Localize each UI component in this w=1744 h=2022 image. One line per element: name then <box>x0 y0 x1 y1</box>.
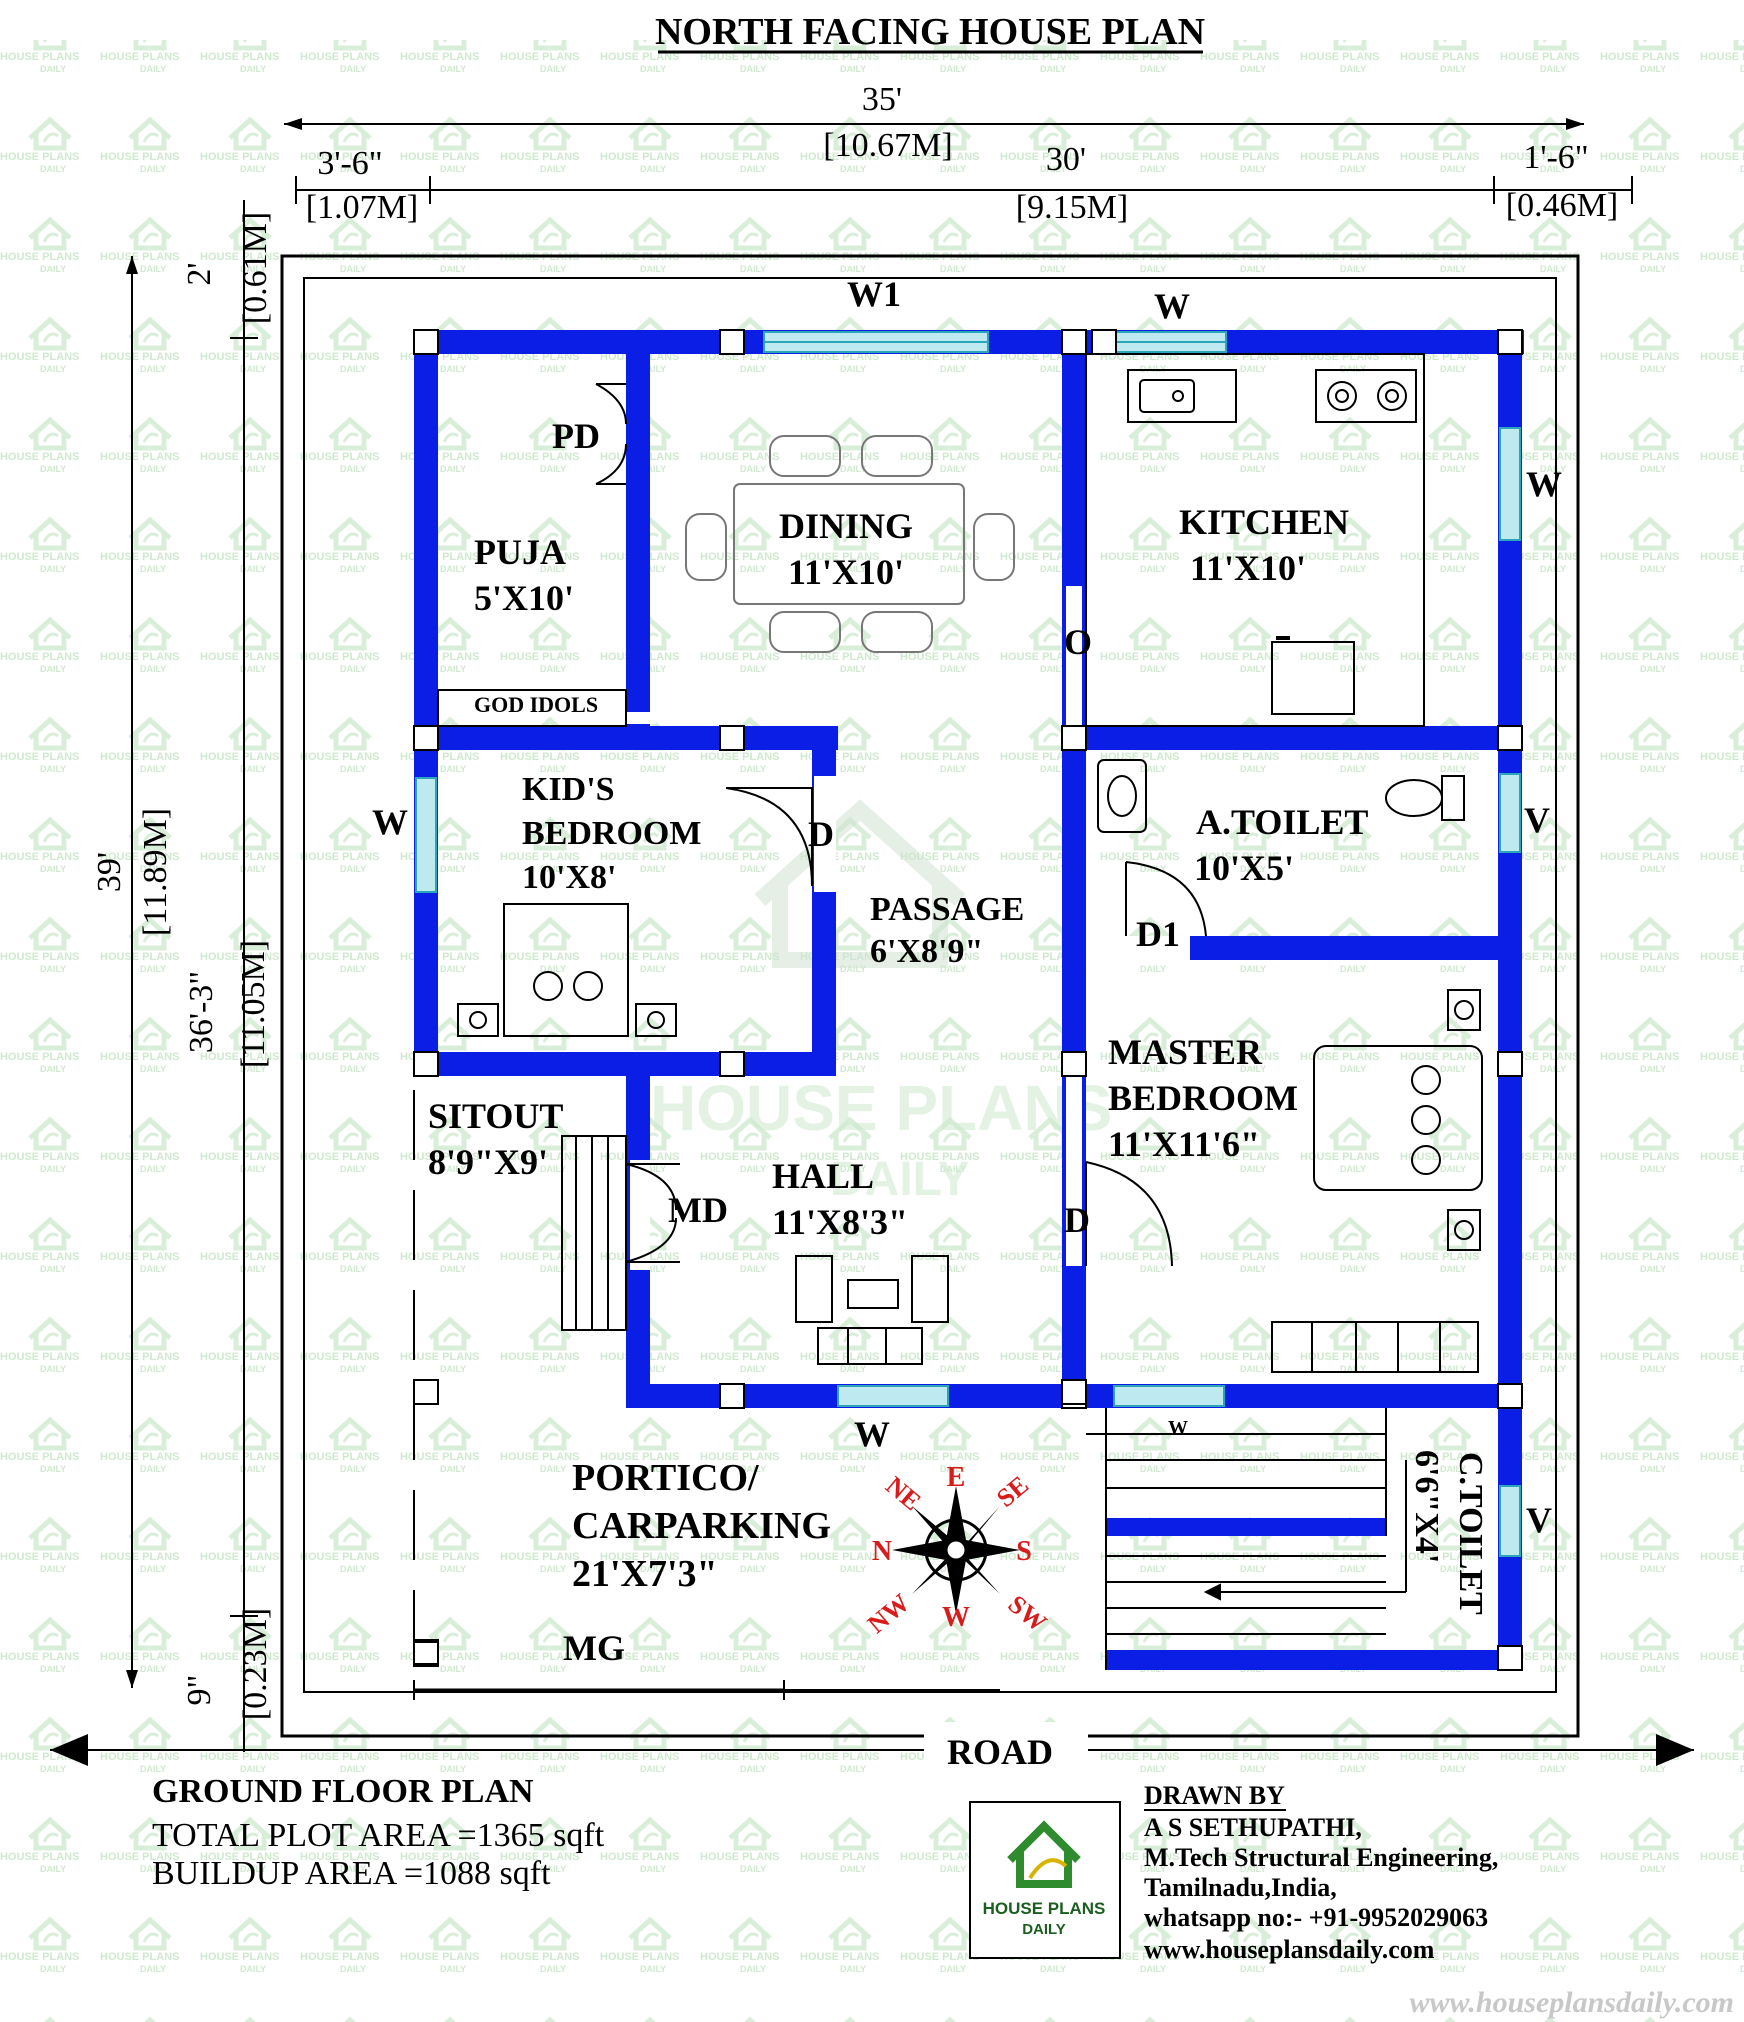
summary-heading: GROUND FLOOR PLAN <box>152 1773 534 1810</box>
watermark-center-text: HOUSE PLANS <box>650 1072 1112 1144</box>
left-margin-m: [1.07M] <box>306 189 418 226</box>
attached-toilet-name: A.TOILET <box>1196 802 1368 842</box>
road-label: ROAD <box>947 1732 1053 1772</box>
dining-window-label: W1 <box>847 274 901 314</box>
drawn-by-heading: DRAWN BY <box>1144 1781 1285 1810</box>
compass-e: E <box>947 1462 966 1493</box>
attached-toilet-size: 10'X5' <box>1194 848 1294 888</box>
building-depth-m: [11.05M] <box>235 940 272 1068</box>
author-website: www.houseplansdaily.com <box>1144 1935 1435 1964</box>
logo-line2: DAILY <box>1022 1921 1066 1938</box>
bottom-margin-ft: 9" <box>181 1675 218 1706</box>
center-watermark: HOUSE PLANS DAILY <box>650 799 1112 1206</box>
right-margin-m: [0.46M] <box>1506 187 1618 224</box>
master-bedroom-size: 11'X11'6" <box>1108 1124 1260 1164</box>
watermark-center-subtext: DAILY <box>830 1153 970 1206</box>
compass-w: W <box>942 1602 970 1633</box>
common-toilet-size: 6'6"X4' <box>1408 1450 1445 1563</box>
bottom-margin-m: [0.23M] <box>237 1608 274 1720</box>
kitchen-name: KITCHEN <box>1179 502 1349 542</box>
buildup-area: BUILDUP AREA =1088 sqft <box>152 1855 551 1892</box>
main-gate-label: MG <box>563 1628 625 1668</box>
portico-name-1: PORTICO/ <box>572 1457 759 1499</box>
wall-openings <box>600 586 1190 1270</box>
compass-n: N <box>872 1536 892 1567</box>
right-margin-ft: 1'-6" <box>1523 139 1588 176</box>
hall-size: 11'X8'3" <box>772 1202 908 1242</box>
dining-name: DINING <box>779 506 913 546</box>
author-degree: M.Tech Structural Engineering, <box>1144 1843 1498 1872</box>
main-door-label: MD <box>668 1190 728 1230</box>
author-whatsapp: whatsapp no:- +91-9952029063 <box>1144 1903 1488 1932</box>
watermark-url: www.houseplansdaily.com <box>1410 1986 1735 2019</box>
overall-depth-m: [11.89M] <box>137 808 174 936</box>
credits: DRAWN BY A S SETHUPATHI, M.Tech Structur… <box>1144 1781 1498 1964</box>
building-width-m: [9.15M] <box>1016 189 1128 226</box>
left-margin-ft: 3'-6" <box>317 145 382 182</box>
overall-width-ft: 35' <box>862 81 902 118</box>
columns <box>413 329 1523 1671</box>
logo: HOUSE PLANS DAILY <box>969 1801 1121 1959</box>
author-location: Tamilnadu,India, <box>1144 1873 1337 1902</box>
top-margin-m: [0.61M] <box>237 212 274 324</box>
compass-s: S <box>1016 1536 1032 1567</box>
kids-bedroom-name-2: BEDROOM <box>522 815 701 852</box>
master-bedroom-name-2: BEDROOM <box>1108 1078 1298 1118</box>
kitchen-east-window-label: W <box>1526 464 1562 504</box>
attached-toilet-door-label: D1 <box>1136 914 1180 954</box>
passage-size: 6'X8'9" <box>870 933 983 970</box>
kitchen-opening-label: O <box>1064 622 1092 662</box>
puja-door-label: PD <box>552 416 600 456</box>
puja-name: PUJA <box>474 532 566 572</box>
room-labels: PD PUJA 5'X10' GOD IDOLS W1 DINING 11'X1… <box>372 274 1562 1668</box>
puja-size: 5'X10' <box>474 578 574 618</box>
plot-area: TOTAL PLOT AREA =1365 sqft <box>152 1817 605 1854</box>
author-name: A S SETHUPATHI, <box>1144 1813 1362 1842</box>
kids-bedroom-door-label: D <box>808 814 834 854</box>
doors <box>413 383 1207 1700</box>
portico-size: 21'X7'3" <box>572 1553 718 1595</box>
attached-toilet-ventilator-label: V <box>1524 800 1550 840</box>
road: ROAD <box>50 1722 1694 1774</box>
kids-bedroom-name-1: KID'S <box>522 771 615 808</box>
overall-depth-ft: 39' <box>91 852 128 892</box>
building-depth-ft: 36'-3" <box>183 971 220 1053</box>
sitout-name: SITOUT <box>428 1096 563 1136</box>
kitchen-size: 11'X10' <box>1190 548 1306 588</box>
portico-name-2: CARPARKING <box>572 1505 831 1547</box>
building-width-ft: 30' <box>1046 141 1086 178</box>
compass: E N S W NE SE SW NW <box>862 1462 1052 1639</box>
kids-bedroom-size: 10'X8' <box>522 859 616 896</box>
logo-line1: HOUSE PLANS <box>983 1899 1106 1918</box>
top-margin-ft: 2' <box>181 262 218 285</box>
kids-window-label: W <box>372 802 408 842</box>
dining-size: 11'X10' <box>788 552 904 592</box>
page-title: NORTH FACING HOUSE PLAN <box>655 11 1205 53</box>
kitchen-window-label: W <box>1154 286 1190 326</box>
top-dimensions: 35' [10.67M] 3'-6" [1.07M] 30' [9.15M] 1… <box>284 81 1633 226</box>
puja-note: GOD IDOLS <box>474 692 598 717</box>
plan-summary: GROUND FLOOR PLAN TOTAL PLOT AREA =1365 … <box>152 1773 605 1892</box>
windows <box>415 331 1521 1557</box>
stair-window-label: W <box>1168 1417 1188 1439</box>
overall-width-m: [10.67M] <box>823 127 952 164</box>
master-bedroom-name-1: MASTER <box>1108 1032 1263 1072</box>
common-toilet-ventilator-label: V <box>1526 1500 1552 1540</box>
passage-name: PASSAGE <box>870 891 1024 928</box>
hall-window-label: W <box>854 1414 890 1454</box>
common-toilet-name: C.TOILET <box>1452 1452 1489 1615</box>
hall-name: HALL <box>772 1156 874 1196</box>
left-dimensions: 39' [11.89M] 2' [0.61M] 36'-3" [11.05M] … <box>91 200 274 1752</box>
furniture <box>413 353 1483 1691</box>
plot-boundary-inner <box>303 277 1557 1693</box>
master-bedroom-door-label: D <box>1064 1200 1090 1240</box>
sitout-size: 8'9"X9' <box>428 1142 548 1182</box>
